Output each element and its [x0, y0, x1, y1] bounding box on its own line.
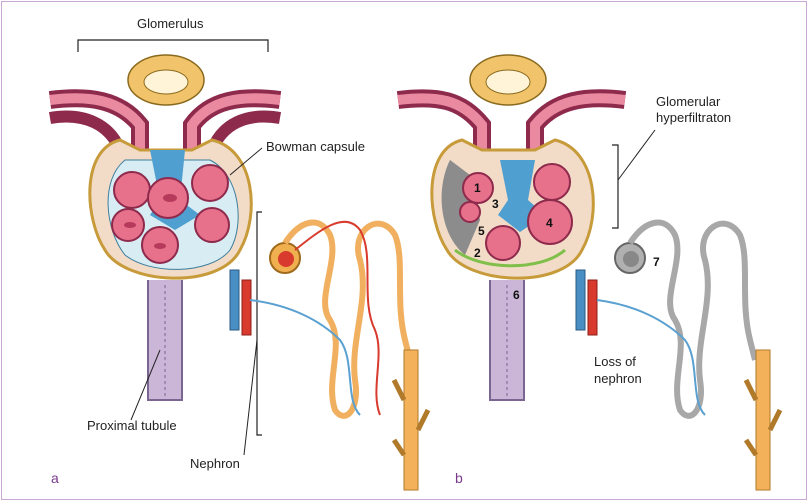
- hyperfiltration-bracket: [612, 144, 619, 229]
- panel-b-illustration: [396, 54, 783, 491]
- proximal-tubule-label: Proximal tubule: [87, 418, 177, 433]
- vein-vessel: [229, 269, 240, 331]
- marker-1: 1: [474, 181, 481, 195]
- panel-a-letter: a: [51, 470, 59, 486]
- marker-6: 6: [513, 288, 520, 302]
- nephron-label: Nephron: [190, 456, 240, 471]
- panel-b-letter: b: [455, 470, 463, 486]
- nephron-tubule: [282, 219, 413, 419]
- loss-of-nephron-label-line1: Loss of: [594, 354, 636, 369]
- marker-2: 2: [474, 246, 481, 260]
- marker-4: 4: [546, 216, 553, 230]
- artery-vessel: [241, 279, 252, 336]
- marker-3: 3: [492, 197, 499, 211]
- lost-nephron: [627, 219, 758, 419]
- marker-5: 5: [478, 224, 485, 238]
- glomerulus-bracket: [77, 39, 269, 52]
- nephron-bracket: [256, 211, 262, 436]
- glomerular-hyperfiltration-label-line2: hyperfiltraton: [656, 110, 732, 125]
- collecting-duct: [403, 349, 419, 491]
- panel-a-illustration: [48, 39, 431, 491]
- marker-7: 7: [653, 255, 660, 269]
- bowman-capsule-label: Bowman capsule: [266, 139, 365, 154]
- loss-of-nephron-label-line2: nephron: [594, 371, 642, 386]
- glomerulus-label: Glomerulus: [137, 16, 204, 31]
- glomerular-hyperfiltration-label-line1: Glomerular: [656, 94, 721, 109]
